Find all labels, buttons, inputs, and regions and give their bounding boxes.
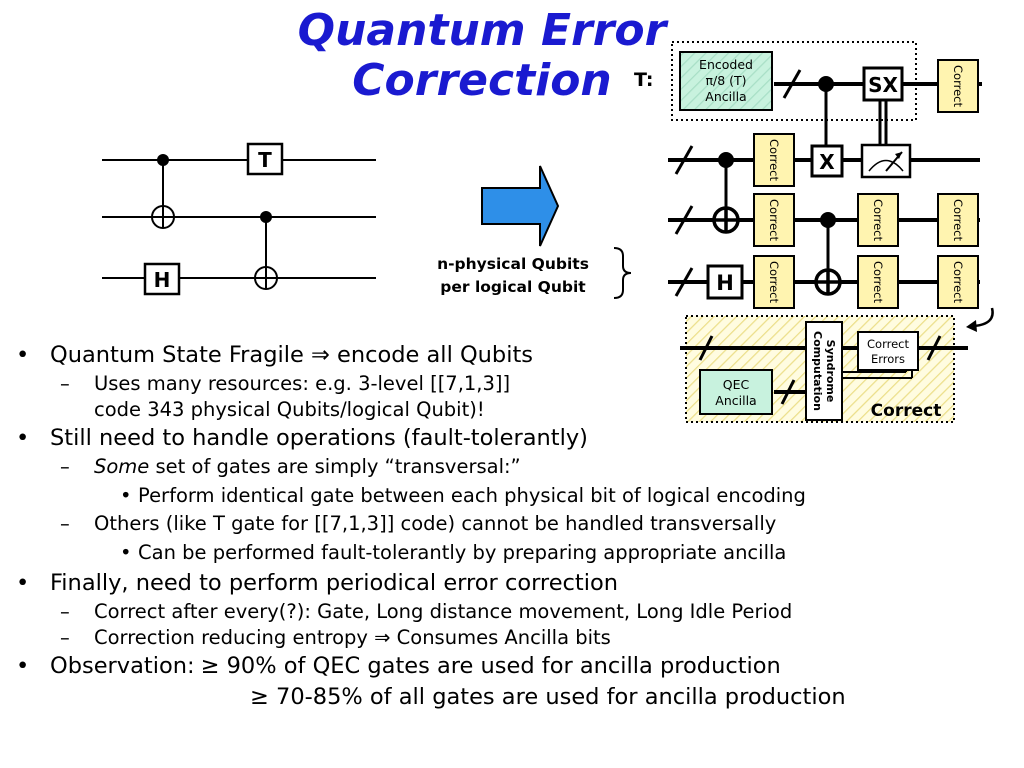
- target-xor: [151, 205, 175, 229]
- arrow-caption-line-1: n-physical Qubits: [437, 255, 589, 273]
- control-dot: [157, 154, 169, 166]
- sub-bullet-transversal: Some set of gates are simply “transversa…: [16, 454, 1016, 480]
- sx-gate: SX: [862, 66, 904, 102]
- correct-box-label: Correct: [871, 261, 885, 303]
- right-brace: [613, 247, 632, 299]
- sub-bullet-transversal-text: set of gates are simply “transversal:”: [149, 455, 521, 478]
- sub-sub-bullet-ancilla: Can be performed fault-tolerantly by pre…: [16, 537, 1016, 568]
- control-dot: [718, 152, 734, 168]
- ancilla-region: [671, 41, 917, 121]
- correct-box-label: Correct: [951, 261, 965, 303]
- x-gate: X: [810, 144, 844, 178]
- slide-title: Quantum Error Correction: [262, 6, 702, 106]
- encoded-h-gate: H: [706, 264, 744, 300]
- arrow-caption-line-2: per logical Qubit: [440, 278, 586, 296]
- expand-arrow: [973, 307, 994, 328]
- target-xor: [814, 268, 842, 296]
- correct-box: Correct: [753, 133, 795, 187]
- control-dot: [818, 76, 834, 92]
- ancilla-box-line-1: Encoded: [699, 57, 753, 72]
- sub-bullet-resources: Uses many resources: e.g. 3-level [[7,1,…: [16, 371, 1016, 423]
- control-dot: [820, 212, 836, 228]
- observation-line-1: ≥ 90% of QEC gates are used for ancilla …: [200, 653, 781, 679]
- sub-bullet-transversal-italic: Some: [94, 455, 150, 478]
- bullet-fragile-text: Quantum State Fragile ⇒ encode all Qubit…: [50, 342, 534, 368]
- correct-box-label: Correct: [951, 199, 965, 241]
- correct-box-label: Correct: [767, 261, 781, 303]
- bundle-slash: [782, 69, 802, 99]
- sub-sub-bullet-identical: Perform identical gate between each phys…: [16, 480, 1016, 511]
- encoded-ancilla-box: Encoded π/8 (T) Ancilla: [679, 51, 773, 111]
- correct-box: Correct: [753, 255, 795, 309]
- sub-bullet-resources-line-2: code 343 physical Qubits/logical Qubit)!: [94, 398, 485, 421]
- bullet-periodic-text: Finally, need to perform periodical erro…: [50, 570, 619, 596]
- ancilla-box-line-2: π/8 (T): [705, 73, 746, 88]
- h-gate: H: [143, 262, 181, 296]
- bundle-slash: [674, 145, 694, 175]
- ancilla-box-line-3: Ancilla: [705, 89, 746, 104]
- correct-box-label: Correct: [767, 139, 781, 181]
- bullet-list: Quantum State Fragile ⇒ encode all Qubit…: [16, 340, 1016, 713]
- bundle-slash: [674, 205, 694, 235]
- bullet-observation: Observation:≥ 90% of QEC gates are used …: [16, 651, 1016, 682]
- sub-bullet-resources-line-1: Uses many resources: e.g. 3-level [[7,1,…: [94, 372, 511, 395]
- measurement-meter-icon: [860, 143, 912, 179]
- observation-label: Observation:: [50, 653, 195, 679]
- encoded-h-label: H: [716, 271, 734, 295]
- bullet-fragile: Quantum State Fragile ⇒ encode all Qubit…: [16, 340, 1016, 371]
- correct-box: Correct: [857, 193, 899, 247]
- title-line-1: Quantum Error: [297, 5, 667, 56]
- sub-sub-bullet-identical-text: Perform identical gate between each phys…: [138, 484, 806, 507]
- bundle-slash: [674, 267, 694, 297]
- sub-bullet-entropy: Correction reducing entropy ⇒ Consumes A…: [16, 625, 1016, 651]
- title-line-2: Correction: [352, 55, 612, 106]
- sub-sub-bullet-ancilla-text: Can be performed fault-tolerantly by pre…: [138, 541, 787, 564]
- correct-box-label: Correct: [767, 199, 781, 241]
- bullet-fault-tolerant: Still need to handle operations (fault-t…: [16, 423, 1016, 454]
- observation-continuation: ≥ 70-85% of all gates are used for ancil…: [16, 682, 1016, 713]
- correct-box: Correct: [937, 193, 979, 247]
- sub-bullet-correct-after-text: Correct after every(?): Gate, Long dista…: [94, 600, 793, 623]
- sub-bullet-entropy-text: Correction reducing entropy ⇒ Consumes A…: [94, 626, 611, 649]
- t-operation-label: T:: [634, 69, 654, 91]
- bullet-periodic: Finally, need to perform periodical erro…: [16, 568, 1016, 599]
- simple-circuit: H T: [102, 142, 376, 296]
- sub-bullet-others: Others (like T gate for [[7,1,3]] code) …: [16, 511, 1016, 537]
- t-gate: T: [246, 142, 284, 176]
- sx-gate-label: SX: [868, 73, 898, 97]
- h-gate-label: H: [154, 268, 171, 292]
- correct-box: Correct: [937, 59, 979, 113]
- correct-box: Correct: [937, 255, 979, 309]
- sub-bullet-others-text: Others (like T gate for [[7,1,3]] code) …: [94, 512, 777, 535]
- target-xor: [254, 266, 278, 290]
- correct-box: Correct: [857, 255, 899, 309]
- target-xor: [712, 206, 740, 234]
- transform-arrow: [481, 165, 560, 247]
- correct-box-label: Correct: [871, 199, 885, 241]
- correct-box-label: Correct: [951, 65, 965, 107]
- correct-box: Correct: [753, 193, 795, 247]
- x-gate-label: X: [819, 150, 835, 174]
- bullet-fault-tolerant-text: Still need to handle operations (fault-t…: [50, 425, 588, 451]
- control-dot: [260, 211, 272, 223]
- t-gate-label: T: [258, 148, 272, 172]
- sub-bullet-correct-after: Correct after every(?): Gate, Long dista…: [16, 599, 1016, 625]
- observation-line-2: ≥ 70-85% of all gates are used for ancil…: [250, 684, 846, 710]
